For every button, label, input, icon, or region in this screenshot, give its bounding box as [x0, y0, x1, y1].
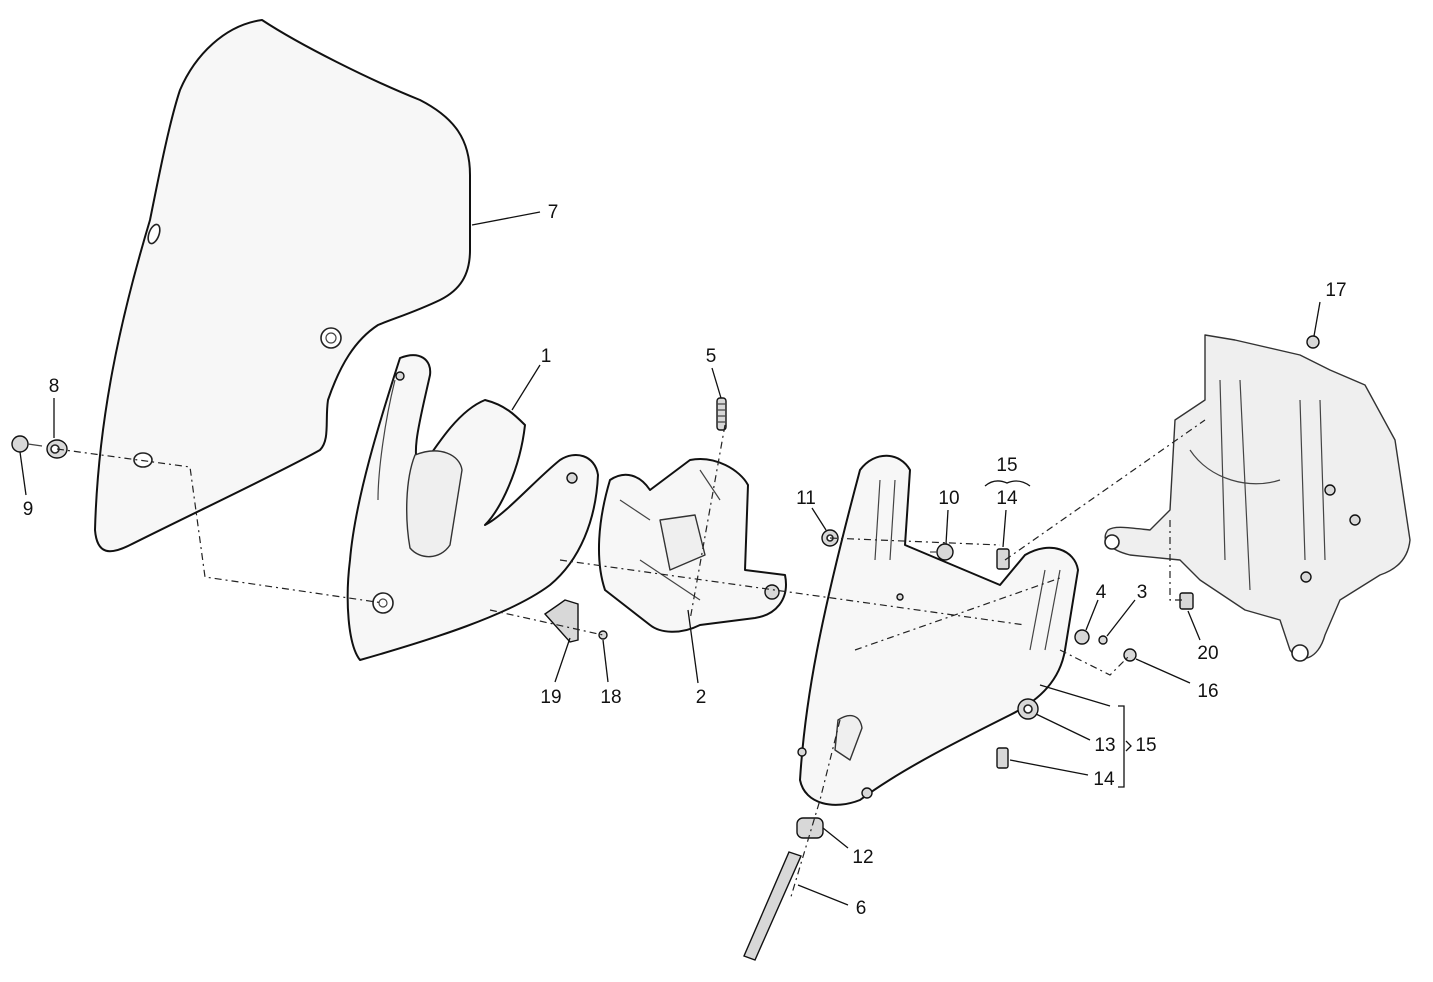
callout-15-bracket: 15 [1135, 735, 1156, 756]
nut-13 [1017, 698, 1039, 720]
grommet-10 [930, 543, 954, 561]
callout-12: 12 [852, 847, 873, 868]
callout-14-bottom: 14 [1093, 769, 1115, 790]
callout-5: 5 [706, 346, 717, 367]
callout-1: 1 [541, 346, 552, 367]
screw-17 [1306, 335, 1320, 349]
callout-8: 8 [49, 376, 60, 397]
assembly-lines [56, 419, 1206, 901]
windscreen-part-7 [94, 19, 471, 553]
callout-17: 17 [1325, 280, 1346, 301]
callout-11: 11 [796, 488, 816, 509]
callout-2: 2 [696, 687, 707, 708]
support-frame [797, 454, 1079, 806]
callout-13: 13 [1094, 735, 1115, 756]
screw-16 [1123, 648, 1137, 662]
nut-clip-14-top [996, 548, 1010, 570]
frame-bracket [1104, 334, 1411, 662]
spacer-12 [796, 817, 824, 839]
callout-4: 4 [1096, 582, 1107, 603]
callout-14-top: 14 [996, 488, 1018, 509]
clip-19 [543, 599, 579, 643]
callout-6: 6 [856, 898, 867, 919]
callout-19: 19 [540, 687, 561, 708]
callout-3: 3 [1137, 582, 1148, 603]
callout-9: 9 [23, 499, 34, 520]
spring-part-5 [716, 397, 727, 431]
callouts: 1 2 3 4 5 6 7 8 9 10 11 12 13 14 14 15 1… [23, 202, 1347, 919]
screw-18 [598, 630, 608, 640]
callout-7: 7 [548, 202, 559, 223]
callout-16: 16 [1197, 681, 1218, 702]
pin-6 [743, 851, 802, 961]
callout-10: 10 [938, 488, 959, 509]
bolt-9 [11, 435, 43, 453]
callout-15-top: 15 [996, 455, 1017, 476]
clip-20 [1179, 592, 1194, 610]
callout-18: 18 [600, 687, 621, 708]
inner-panel-part-1 [346, 354, 599, 661]
washer-4 [1074, 629, 1090, 645]
screw-3 [1098, 635, 1108, 645]
nut-clip-14-bottom [996, 747, 1009, 769]
leader-lines [19, 211, 1321, 906]
callout-20: 20 [1197, 643, 1218, 664]
inner-tray-part-2 [598, 458, 787, 633]
